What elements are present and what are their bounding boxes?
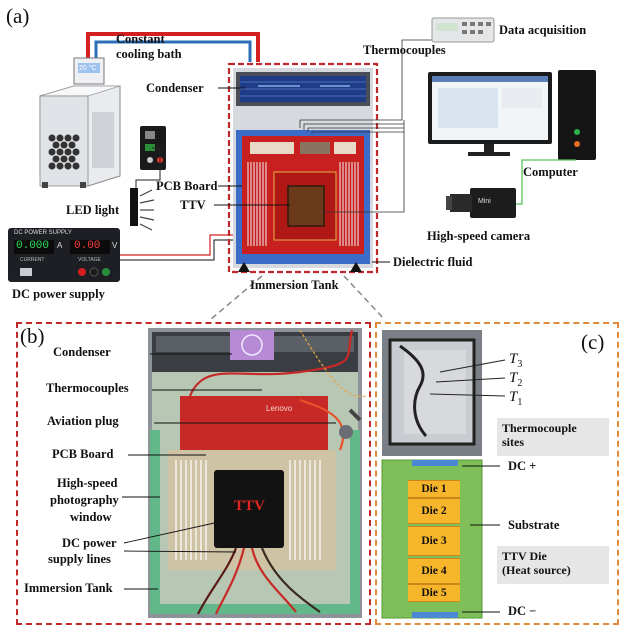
lenovo-logo-text: Lenovo — [266, 404, 293, 413]
t3-symbol: T — [509, 351, 518, 367]
data-acquisition-label: Data acquisition — [499, 23, 587, 37]
cold-pipe — [94, 40, 252, 62]
psu-unit-a: A — [57, 241, 63, 250]
psu-label-current: CURRENT — [20, 257, 45, 263]
dc-minus-pad — [412, 612, 458, 618]
camera-cable — [516, 159, 576, 205]
psu-voltage-readout: 0.00 — [74, 240, 101, 252]
hot-pipe — [86, 32, 260, 62]
hs-window-label-line2: photography — [50, 493, 119, 507]
psu-title: DC POWER SUPPLY — [14, 230, 72, 236]
rail-left — [150, 430, 160, 614]
aviation-plug-graphic — [339, 425, 353, 439]
bath-label-line1: Constant — [116, 32, 165, 46]
dc-power-supply — [8, 228, 120, 282]
t3-subscript: 3 — [517, 359, 523, 370]
t2-label: T2 — [509, 370, 522, 389]
tank-foot-left — [238, 262, 250, 272]
bath-display: 20 °C — [79, 65, 97, 72]
camera-graphic — [446, 188, 516, 218]
dc-minus-label: DC − — [508, 604, 537, 618]
thermocouple-sites-line1: Thermocouple — [502, 421, 577, 435]
dc-lines-label-line2: supply lines — [48, 552, 111, 566]
die-5: Die 5 — [408, 584, 460, 602]
thermocouples-label-b: Thermocouples — [46, 381, 129, 395]
high-speed-camera-label: High-speed camera — [427, 229, 531, 243]
t1-subscript: 1 — [517, 397, 523, 408]
rail-right — [350, 430, 360, 614]
t1-label: T1 — [509, 389, 522, 408]
ttv-die-line2: (Heat source) — [502, 563, 571, 577]
thermocouples-label-a: Thermocouples — [363, 43, 446, 57]
ttv-label-a: TTV — [180, 198, 206, 212]
panel-label-a: (a) — [6, 4, 30, 28]
zoom-line-left — [209, 275, 263, 321]
immersion-tank-label-b: Immersion Tank — [24, 581, 113, 595]
thermocouple-sites-box: Thermocouple sites — [497, 418, 609, 456]
die-stack: Die 1 Die 2 Die 3 Die 4 Die 5 — [408, 480, 460, 602]
tank-foot-right — [350, 262, 362, 272]
camera-brand: Mini — [478, 198, 491, 205]
dc-plus-label: DC + — [508, 459, 537, 473]
dc-lines-label-line1: DC power — [62, 536, 117, 550]
substrate-label: Substrate — [508, 518, 560, 532]
led-light — [130, 147, 161, 231]
ttv-chip — [287, 185, 325, 227]
condenser-label-b: Condenser — [53, 345, 111, 359]
ttv-die-box: TTV Die (Heat source) — [497, 546, 609, 584]
ttv-photo-label: TTV — [234, 498, 265, 514]
bath-label-line2: cooling bath — [116, 47, 182, 61]
led-light-label: LED light — [66, 203, 120, 217]
die-2: Die 2 — [408, 498, 460, 524]
condenser-label-a: Condenser — [146, 81, 204, 95]
panel-c-frame — [375, 322, 619, 625]
dc-power-supply-label: DC power supply — [12, 287, 105, 301]
psu-unit-v: V — [112, 241, 118, 250]
pcb-photo — [180, 396, 328, 458]
dc-plus-pad — [412, 460, 458, 466]
ttv-photo-chip — [214, 470, 284, 548]
t1-symbol: T — [509, 389, 518, 405]
hs-window-label-line1: High-speed — [57, 476, 118, 490]
die-4: Die 4 — [408, 558, 460, 584]
panel-label-c: (c) — [581, 330, 605, 354]
aviation-plug-label: Aviation plug — [47, 414, 119, 428]
zoom-line-right — [343, 275, 386, 321]
thermocouple-sites-line2: sites — [502, 435, 524, 449]
pcb-board-label-a: PCB Board — [156, 179, 218, 193]
tank-outline — [227, 62, 379, 274]
psu-current-readout: 0.000 — [16, 240, 50, 252]
computer-graphic — [428, 70, 596, 160]
die-3: Die 3 — [408, 526, 460, 556]
panel-b-frame — [16, 322, 371, 625]
dielectric-fluid-label: Dielectric fluid — [393, 255, 473, 269]
immersion-tank-label-a: Immersion Tank — [250, 278, 339, 292]
panel-label-b: (b) — [20, 324, 45, 348]
psu-wire-black — [120, 239, 238, 261]
cooling-bath — [39, 57, 121, 188]
t3-label: T3 — [509, 351, 522, 370]
ttv-die-line1: TTV Die — [502, 549, 547, 563]
data-acquisition-device — [431, 17, 495, 43]
psu-wire-red — [120, 234, 238, 256]
t2-subscript: 2 — [517, 378, 523, 389]
psu-label-voltage: VOLTAGE — [78, 257, 101, 263]
hs-window-label-line3: window — [70, 510, 112, 524]
computer-label: Computer — [523, 165, 578, 179]
t2-symbol: T — [509, 370, 518, 386]
pcb-board-label-b: PCB Board — [52, 447, 114, 461]
die-1: Die 1 — [408, 480, 460, 498]
